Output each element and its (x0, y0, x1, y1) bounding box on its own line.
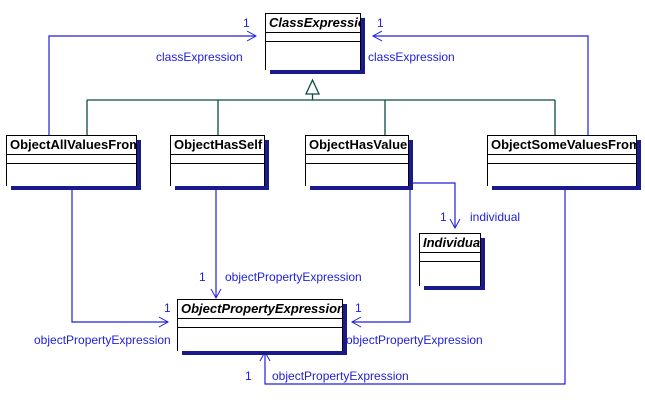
class-attributes-object-property-expression (178, 319, 342, 328)
class-box-class-expression[interactable]: ClassExpression (265, 13, 365, 74)
role-label-ope-from-has-self: objectPropertyExpression (225, 270, 362, 284)
class-name-class-expression: ClassExpression (266, 14, 360, 33)
class-box-object-all-values-from[interactable]: ObjectAllValuesFrom (6, 135, 141, 190)
box-shadow-bottom (492, 186, 641, 190)
class-attributes-object-has-self (171, 155, 264, 164)
box-shadow-right (343, 304, 347, 355)
class-operations-object-property-expression (178, 328, 342, 351)
multiplicity-class-expression-left: 1 (243, 16, 250, 30)
box-shadow-bottom (175, 186, 269, 190)
class-operations-individual (420, 262, 480, 286)
edge-all-values-from-object-property-expression (71, 186, 170, 328)
generalization-tree (86, 80, 556, 135)
class-operations-object-has-self (171, 164, 264, 186)
role-label-class-expression-right: classExpression (368, 50, 455, 64)
role-label-ope-from-has-value: objectPropertyExpression (346, 333, 483, 347)
edge-has-value-individual (410, 182, 461, 230)
multiplicity-individual: 1 (440, 210, 447, 224)
class-operations-class-expression (266, 42, 360, 70)
edge-some-values-from-class-expression (371, 30, 589, 135)
class-box-object-some-values-from[interactable]: ObjectSomeValuesFrom (487, 135, 641, 190)
multiplicity-ope-top: 1 (199, 270, 206, 284)
box-shadow-right (637, 140, 641, 190)
role-label-ope-from-all-values-from: objectPropertyExpression (34, 333, 171, 347)
box-shadow-bottom (310, 186, 413, 190)
class-box-object-has-self[interactable]: ObjectHasSelf (170, 135, 269, 190)
association-edges (48, 30, 589, 385)
class-attributes-class-expression (266, 33, 360, 42)
class-box-individual[interactable]: Individual (419, 233, 485, 290)
box-shadow-right (481, 238, 485, 290)
class-operations-object-has-value (306, 164, 408, 186)
role-label-individual: individual (470, 210, 521, 224)
box-shadow-right (409, 140, 413, 190)
role-label-ope-from-some-values-from: objectPropertyExpression (272, 369, 409, 383)
class-box-object-property-expression[interactable]: ObjectPropertyExpression (177, 299, 347, 355)
class-attributes-object-some-values-from (488, 155, 636, 164)
multiplicity-class-expression-right: 1 (377, 16, 384, 30)
class-operations-object-all-values-from (7, 164, 136, 186)
edge-all-values-from-class-expression (48, 30, 258, 135)
class-name-object-has-value: ObjectHasValue (306, 136, 408, 155)
class-name-object-some-values-from: ObjectSomeValuesFrom (488, 136, 636, 155)
multiplicity-ope-right: 1 (355, 301, 362, 315)
role-label-class-expression-left: classExpression (156, 50, 243, 64)
class-box-object-has-value[interactable]: ObjectHasValue (305, 135, 413, 190)
class-name-object-has-self: ObjectHasSelf (171, 136, 264, 155)
box-shadow-bottom (11, 186, 141, 190)
class-name-individual: Individual (420, 234, 480, 253)
class-attributes-object-all-values-from (7, 155, 136, 164)
box-shadow-bottom (182, 351, 347, 355)
box-shadow-right (361, 18, 365, 74)
generalization-triangle (304, 78, 321, 95)
box-shadow-right (265, 140, 269, 190)
class-operations-object-some-values-from (488, 164, 636, 186)
edge-has-value-object-property-expression (350, 186, 411, 328)
class-name-object-all-values-from: ObjectAllValuesFrom (7, 136, 136, 155)
box-shadow-bottom (270, 70, 365, 74)
box-shadow-bottom (424, 286, 485, 290)
class-attributes-individual (420, 253, 480, 262)
multiplicity-ope-bottom: 1 (245, 369, 252, 383)
edge-some-values-from-object-property-expression (259, 186, 566, 385)
multiplicity-ope-left: 1 (164, 301, 171, 315)
class-name-object-property-expression: ObjectPropertyExpression (178, 300, 342, 319)
box-shadow-right (137, 140, 141, 190)
class-attributes-object-has-value (306, 155, 408, 164)
